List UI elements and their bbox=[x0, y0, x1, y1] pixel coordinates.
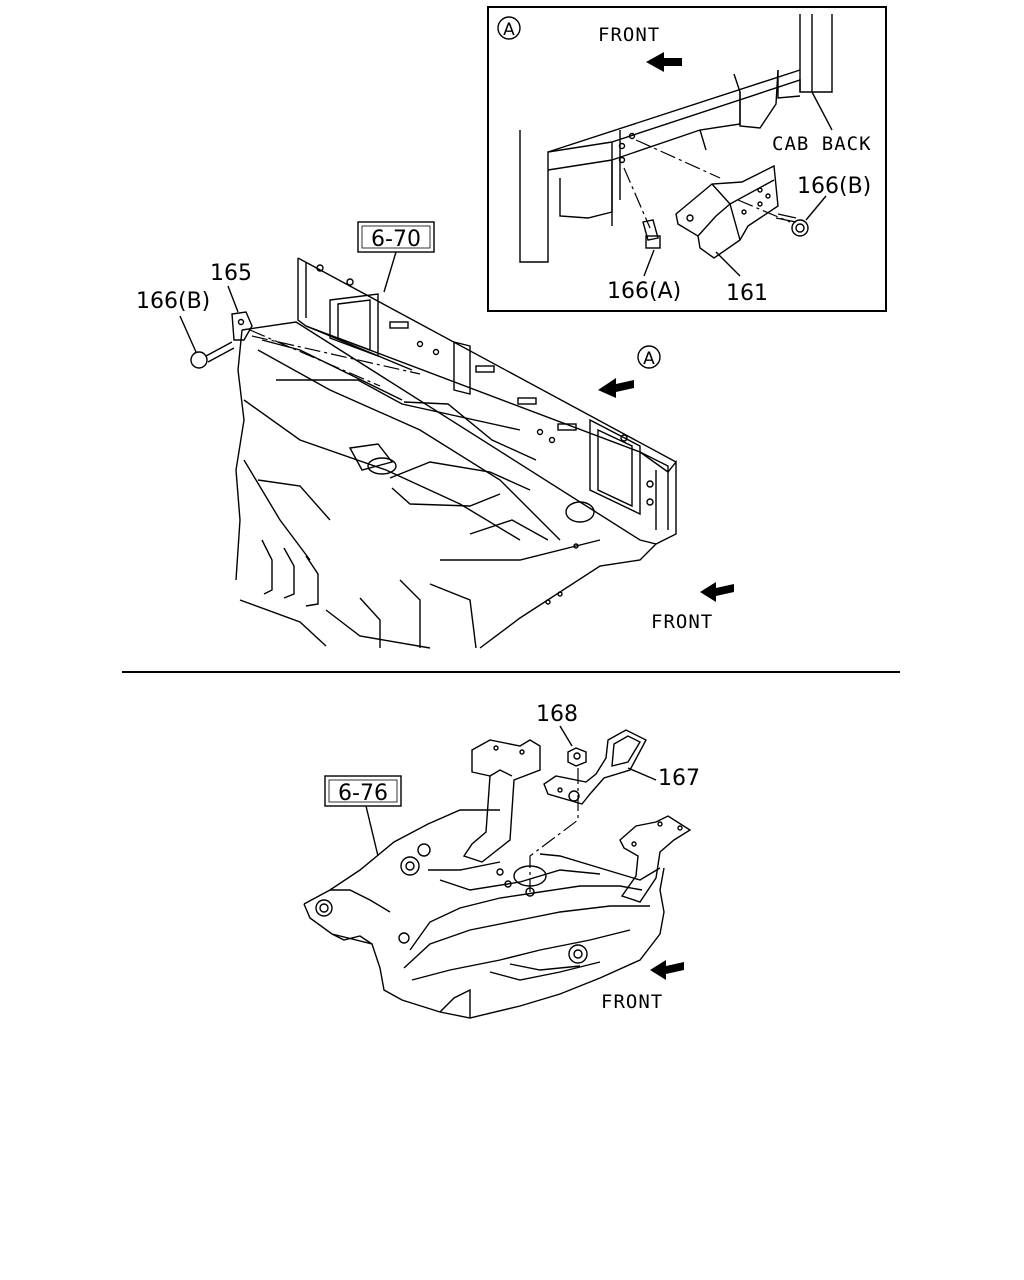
upper-front-label: FRONT bbox=[651, 611, 713, 633]
detail-view-arrow-icon bbox=[598, 378, 634, 398]
lower-front-label: FRONT bbox=[601, 991, 663, 1013]
bracket-165 bbox=[231, 311, 253, 341]
bolt-166a bbox=[642, 219, 661, 249]
label-167: 167 bbox=[658, 766, 700, 791]
detail-frame bbox=[487, 6, 887, 312]
bracket-167 bbox=[543, 729, 647, 805]
lower-front-arrow-icon bbox=[650, 960, 684, 980]
ref-box-6-70: 6-70 bbox=[357, 221, 435, 253]
label-166b-upper: 166(B) bbox=[136, 289, 210, 314]
bolt-166b-detail bbox=[775, 213, 809, 237]
label-165: 165 bbox=[210, 261, 252, 286]
bracket-161 bbox=[675, 164, 779, 259]
ref-box-6-70-text: 6-70 bbox=[371, 227, 421, 252]
cab-back-label: CAB BACK bbox=[772, 133, 872, 155]
label-161: 161 bbox=[726, 281, 768, 306]
ref-box-6-76-text: 6-76 bbox=[338, 781, 388, 806]
detail-a-panel: A FRONT CAB BACK bbox=[487, 6, 887, 312]
label-166b-detail: 166(B) bbox=[797, 174, 871, 199]
label-168: 168 bbox=[536, 702, 578, 727]
nut-168 bbox=[567, 747, 587, 767]
lower-floor-view: 6-76 168 167 bbox=[303, 702, 700, 1019]
upper-floor-view: 6-70 165 166(B) bbox=[136, 221, 734, 649]
label-166a: 166(A) bbox=[607, 279, 681, 304]
detail-marker-a: A bbox=[637, 345, 661, 369]
detail-badge: A bbox=[497, 16, 521, 40]
detail-badge-text: A bbox=[503, 20, 515, 40]
upper-front-arrow-icon bbox=[700, 582, 734, 602]
detail-front-arrow-icon bbox=[646, 52, 682, 72]
detail-marker-a-text: A bbox=[643, 349, 655, 369]
ref-box-6-76: 6-76 bbox=[324, 775, 402, 807]
bolt-166b-upper bbox=[190, 341, 235, 369]
detail-front-label: FRONT bbox=[598, 24, 660, 46]
